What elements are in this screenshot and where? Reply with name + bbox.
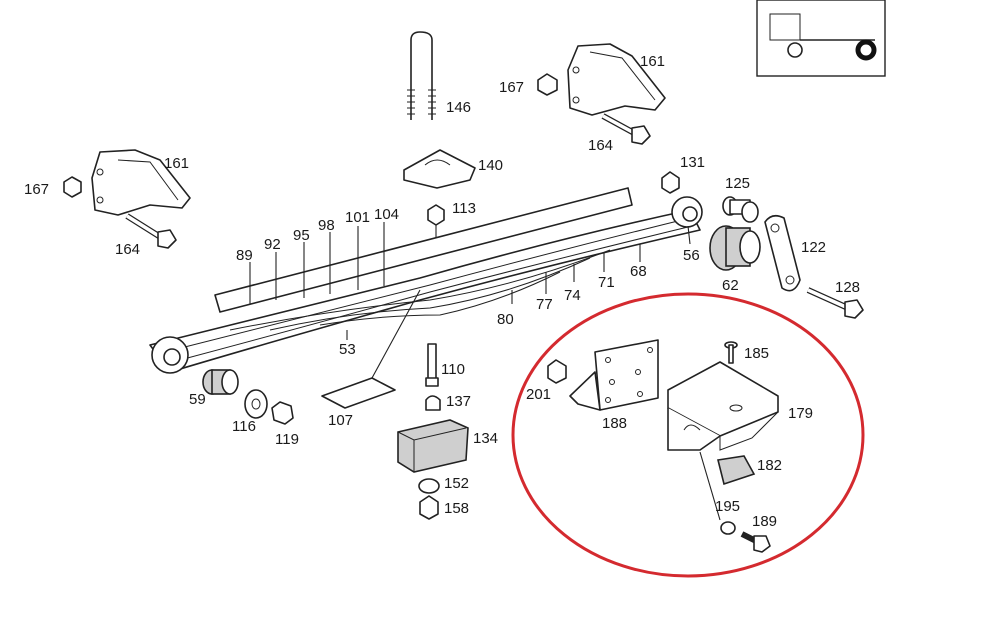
callout-label: 116: [232, 418, 256, 435]
callout-label: 185: [744, 345, 769, 362]
callout-label: 107: [328, 412, 353, 429]
nut-131: [661, 171, 680, 194]
callout-label: 167: [499, 79, 524, 96]
bump-stop-182: [717, 455, 756, 486]
nut-167-right: [537, 73, 558, 96]
plate-188: [569, 339, 659, 411]
callout-label: 131: [680, 154, 705, 171]
callout-label: 161: [164, 155, 189, 172]
callout-label: 152: [444, 475, 469, 492]
bolt-110: [425, 343, 439, 387]
callout-label: 164: [588, 137, 613, 154]
bolt-164-left: [125, 213, 177, 249]
shackle-122: [764, 214, 801, 292]
highlight-ellipse: [511, 292, 865, 578]
callout-label: 59: [189, 391, 206, 408]
bolt-189: [740, 531, 771, 553]
callout-label: 122: [801, 239, 826, 256]
rear-hanger-bracket: [567, 43, 666, 116]
nut-201: [547, 359, 567, 384]
saddle-block: [403, 149, 476, 189]
callout-label: 125: [725, 175, 750, 192]
washer-116: [244, 389, 268, 419]
leaf-spring: [149, 187, 703, 374]
callout-label: 98: [318, 217, 335, 234]
bushing-125: [722, 196, 759, 223]
rubber-bushing-62: [709, 225, 761, 271]
callout-label: 95: [293, 227, 310, 244]
nut-119: [271, 401, 294, 425]
leaf-leader-lines: [249, 222, 691, 340]
callout-label: 68: [630, 263, 647, 280]
callout-label: 92: [264, 236, 281, 253]
screw-185: [724, 341, 738, 364]
callout-label: 71: [598, 274, 615, 291]
washer-195: [720, 521, 736, 535]
callout-label: 110: [441, 361, 465, 378]
callout-label: 140: [478, 157, 503, 174]
callout-label: 104: [374, 206, 399, 223]
callout-label: 128: [835, 279, 860, 296]
callout-label: 62: [722, 277, 739, 294]
callout-label: 179: [788, 405, 813, 422]
front-hanger-bracket: [91, 149, 191, 216]
bolt-164-right: [601, 113, 651, 145]
callout-label: 134: [473, 430, 498, 447]
callout-label: 167: [24, 181, 49, 198]
callout-label: 164: [115, 241, 140, 258]
callout-label: 80: [497, 311, 514, 328]
callout-label: 77: [536, 296, 553, 313]
nut-158: [419, 495, 439, 520]
callout-label: 146: [446, 99, 471, 116]
callout-label: 89: [236, 247, 253, 264]
callout-labels: 167 161 164 146 140 113 89 92 95 98 101 …: [24, 53, 860, 530]
bolt-128: [806, 287, 864, 319]
callout-label: 119: [275, 431, 299, 448]
rubber-block-134: [397, 419, 469, 473]
callout-label: 182: [757, 457, 782, 474]
cap-137: [425, 395, 441, 411]
callout-label: 189: [752, 513, 777, 530]
callout-label: 188: [602, 415, 627, 432]
u-bolt: [407, 31, 436, 120]
callout-label: 201: [526, 386, 551, 403]
nut-167-left: [63, 176, 82, 198]
bushing-59: [202, 369, 239, 395]
callout-label: 56: [683, 247, 700, 264]
bracket-179: [667, 361, 779, 451]
callout-label: 113: [452, 200, 476, 217]
pad-107: [321, 289, 421, 409]
callout-label: 137: [446, 393, 471, 410]
callout-label: 74: [564, 287, 581, 304]
callout-label: 161: [640, 53, 665, 70]
washer-152: [418, 478, 440, 494]
truck-pictogram: [756, 0, 886, 77]
callout-label: 53: [339, 341, 356, 358]
callout-label: 101: [345, 209, 370, 226]
callout-label: 195: [715, 498, 740, 515]
callout-label: 158: [444, 500, 469, 517]
